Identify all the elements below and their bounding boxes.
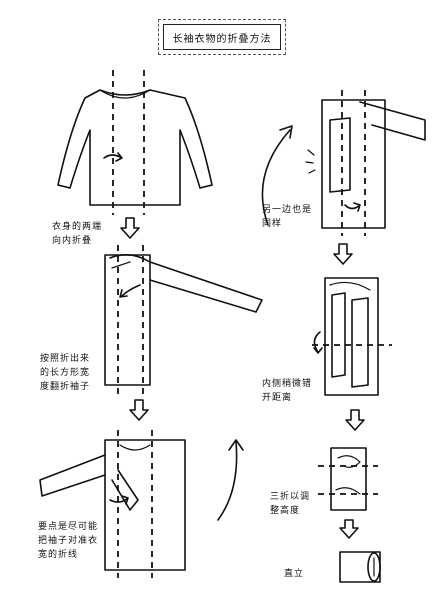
note-step6-line1: 三折以调 bbox=[270, 492, 311, 502]
step3-sleeve-fold bbox=[39, 430, 186, 578]
note-step6: 三折以调 整高度 bbox=[270, 490, 310, 518]
note-step1-line1: 衣身的两端 bbox=[52, 222, 103, 232]
note-step7: 直立 bbox=[284, 567, 304, 581]
note-step3-line3: 宽的折线 bbox=[38, 550, 79, 560]
step2-folded-body bbox=[104, 245, 263, 395]
note-step3: 要点是尽可能 把袖子对准衣 宽的折线 bbox=[38, 520, 98, 562]
note-step5-line1: 内侧稍微错 bbox=[262, 379, 313, 389]
step5-rectangle bbox=[312, 277, 392, 396]
step4-arrow-down bbox=[333, 243, 353, 265]
note-step6-line2: 整高度 bbox=[270, 506, 301, 516]
step7-upright bbox=[339, 551, 381, 583]
step5-arrow-down bbox=[345, 409, 365, 431]
note-step1-line2: 向内折叠 bbox=[52, 236, 93, 246]
note-step5: 内侧稍微错 开距离 bbox=[262, 377, 312, 405]
note-step4-line1: 另一边也是 bbox=[262, 205, 313, 215]
note-step2-line3: 度翻折袖子 bbox=[40, 382, 91, 392]
step2-arrow-down bbox=[129, 399, 149, 421]
step4-other-side bbox=[305, 90, 426, 236]
note-step5-line2: 开距离 bbox=[262, 393, 293, 403]
note-step7-line1: 直立 bbox=[284, 569, 305, 579]
step1-arrow-down bbox=[120, 217, 140, 239]
note-step2-line1: 按照折出来 bbox=[40, 354, 91, 364]
note-step1: 衣身的两端 向内折叠 bbox=[52, 220, 102, 248]
note-step4-line2: 同样 bbox=[262, 219, 283, 229]
note-step3-line2: 把袖子对准衣 bbox=[38, 536, 99, 546]
title-box: 长袖衣物的折叠方法 bbox=[158, 19, 286, 55]
note-step3-line1: 要点是尽可能 bbox=[38, 522, 99, 532]
step1-sweater bbox=[57, 70, 213, 215]
note-step4: 另一边也是 同样 bbox=[262, 203, 312, 231]
step3-curved-arrow bbox=[217, 439, 244, 521]
step6-thirds bbox=[318, 447, 378, 511]
step4-curved-arrow bbox=[261, 125, 293, 226]
note-step2: 按照折出来 的长方形宽 度翻折袖子 bbox=[40, 352, 90, 394]
note-step2-line2: 的长方形宽 bbox=[40, 368, 91, 378]
step6-arrow-down bbox=[339, 519, 359, 539]
